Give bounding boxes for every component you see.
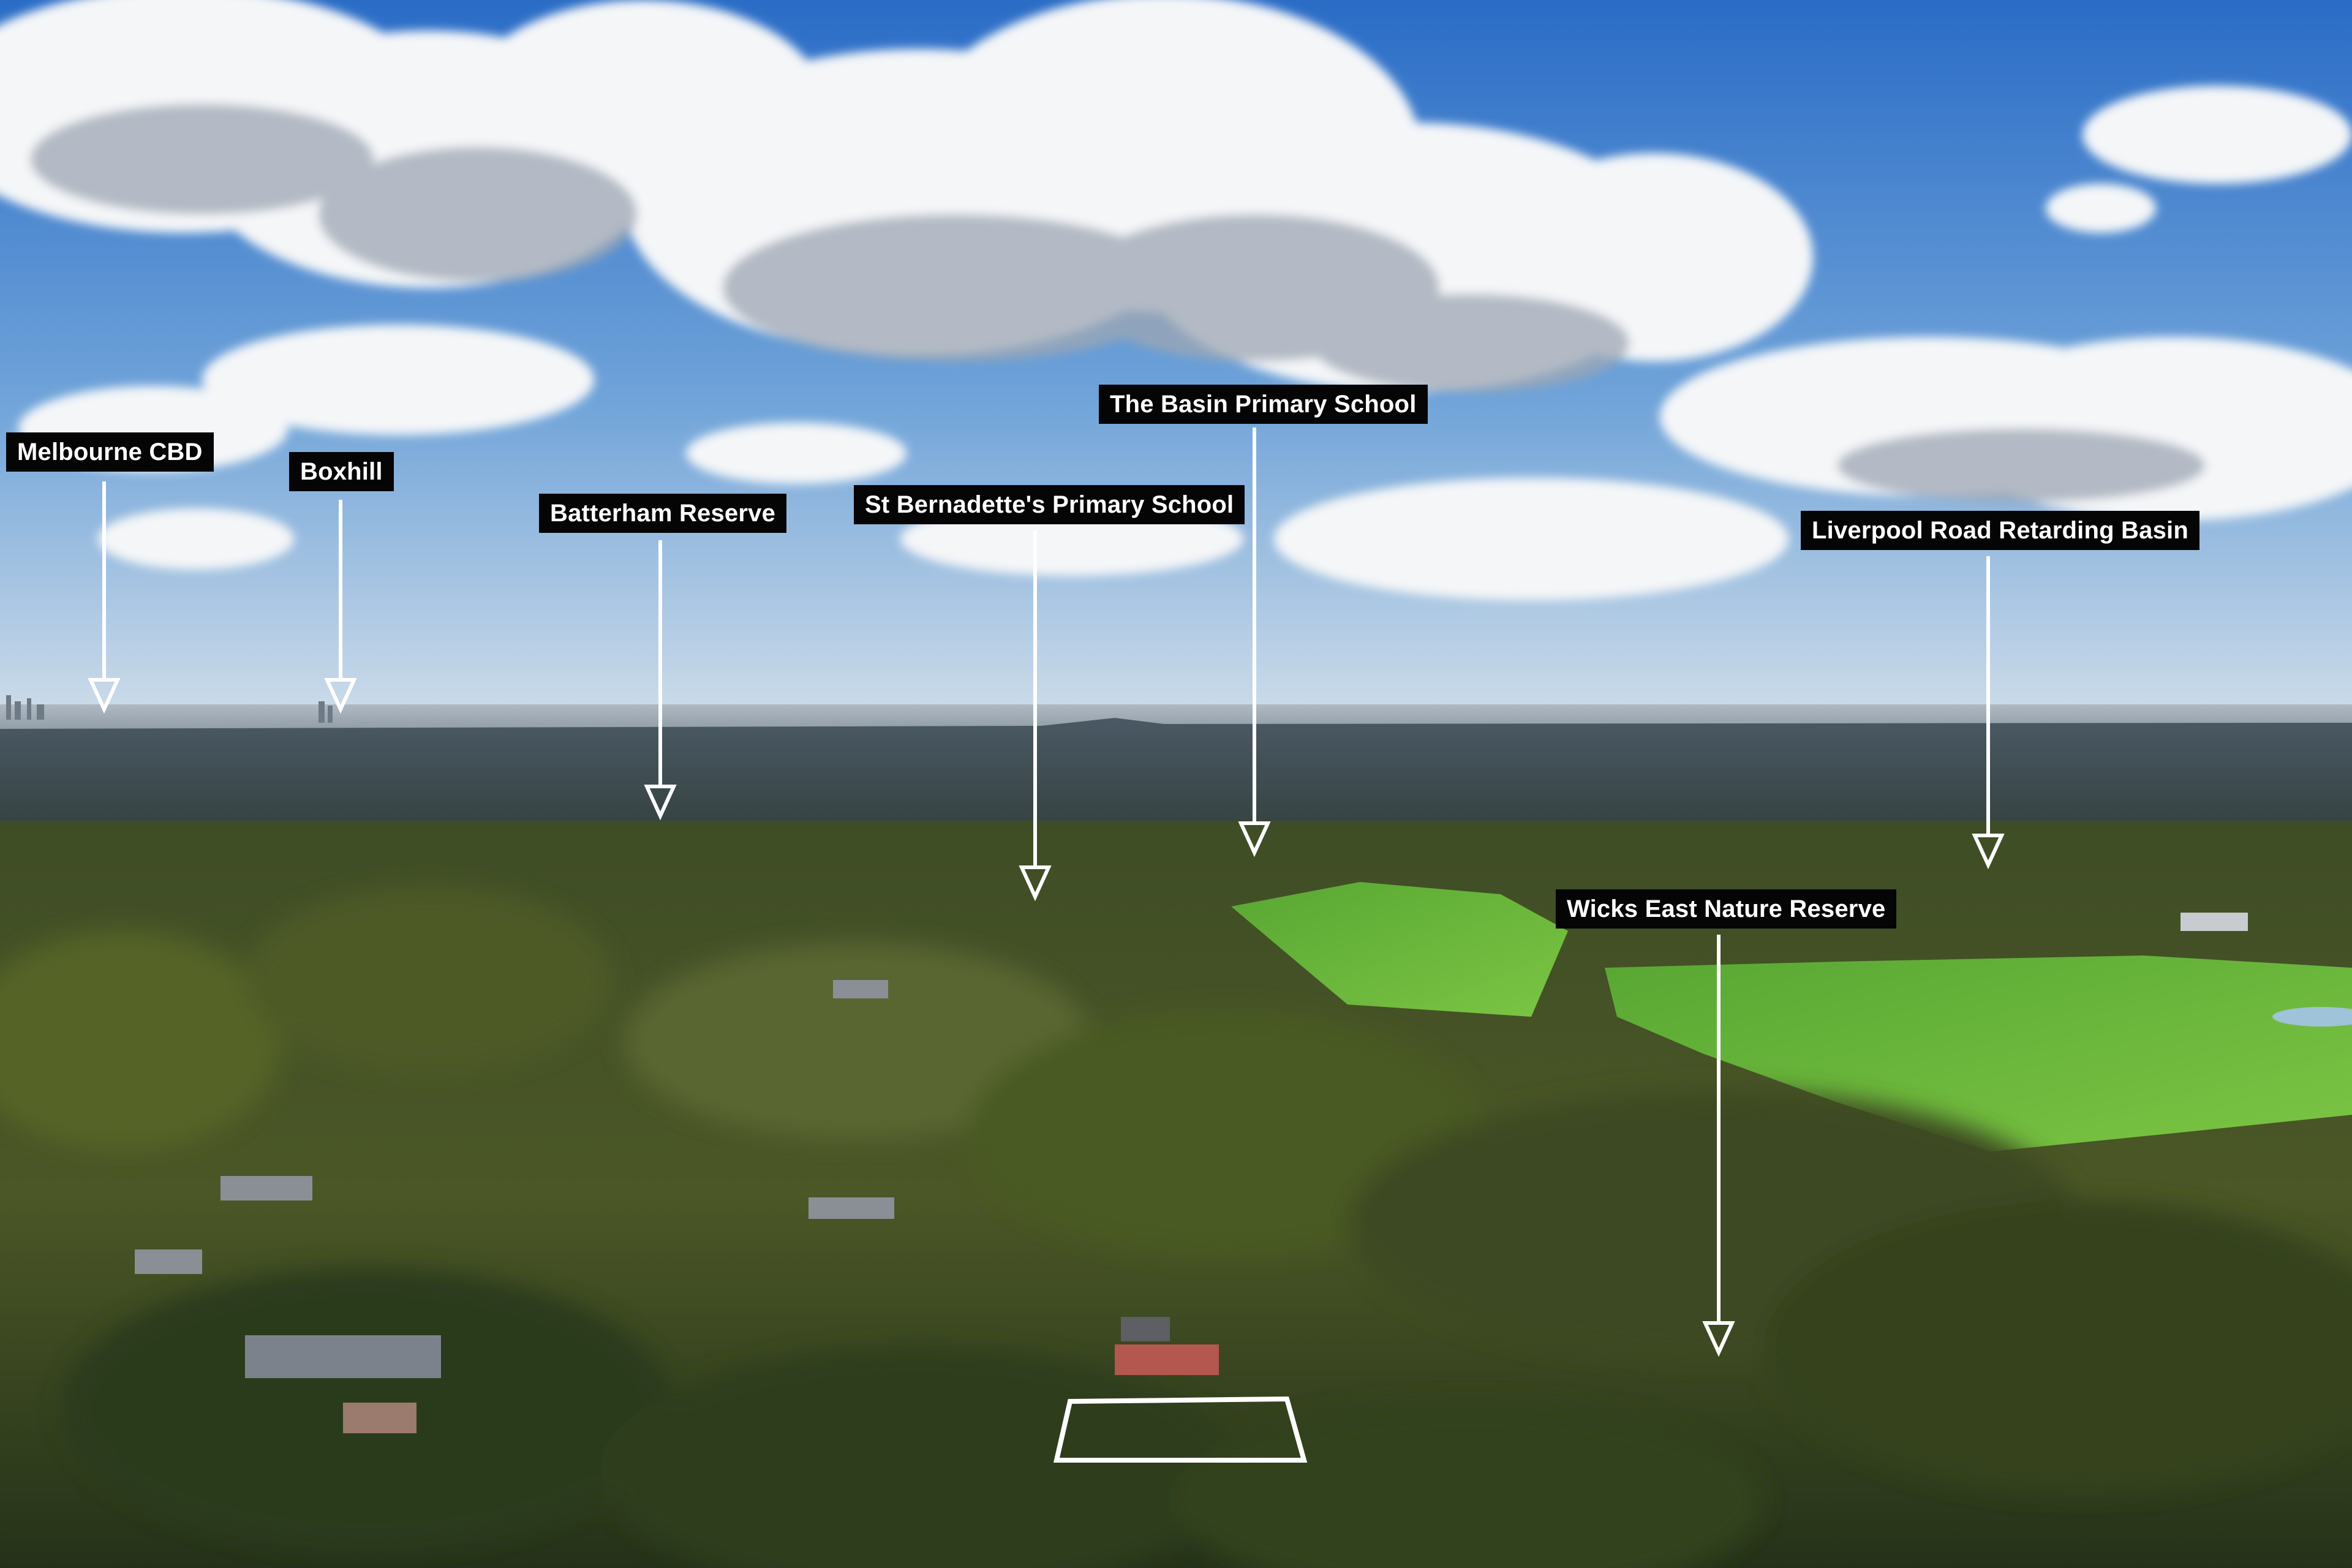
pointer-boxhill: [324, 500, 357, 714]
pasture-right: [1605, 956, 2352, 1152]
pointer-st-bernadettes: [1019, 530, 1052, 902]
tree-canopy: [0, 888, 2352, 1568]
pointer-liverpool-road: [1972, 556, 2005, 870]
label-st-bernadettes: St Bernadette's Primary School: [854, 485, 1245, 524]
pointer-batterham-reserve: [644, 540, 677, 821]
label-liverpool-road: Liverpool Road Retarding Basin: [1801, 511, 2199, 550]
houses: [135, 913, 2248, 1433]
city-skyline: [6, 695, 333, 723]
property-outline: [1053, 1396, 1308, 1463]
label-wicks-east: Wicks East Nature Reserve: [1556, 889, 1897, 929]
pasture-left: [1231, 882, 1568, 1017]
label-the-basin-ps: The Basin Primary School: [1099, 385, 1428, 424]
pointer-melbourne-cbd: [88, 481, 121, 714]
clouds: [0, 0, 2352, 600]
pointer-the-basin-ps: [1238, 428, 1271, 858]
dam: [2272, 1007, 2352, 1027]
pointer-wicks-east: [1702, 935, 1735, 1357]
label-melbourne-cbd: Melbourne CBD: [6, 432, 214, 472]
label-batterham-reserve: Batterham Reserve: [539, 494, 787, 533]
label-boxhill: Boxhill: [289, 452, 394, 491]
